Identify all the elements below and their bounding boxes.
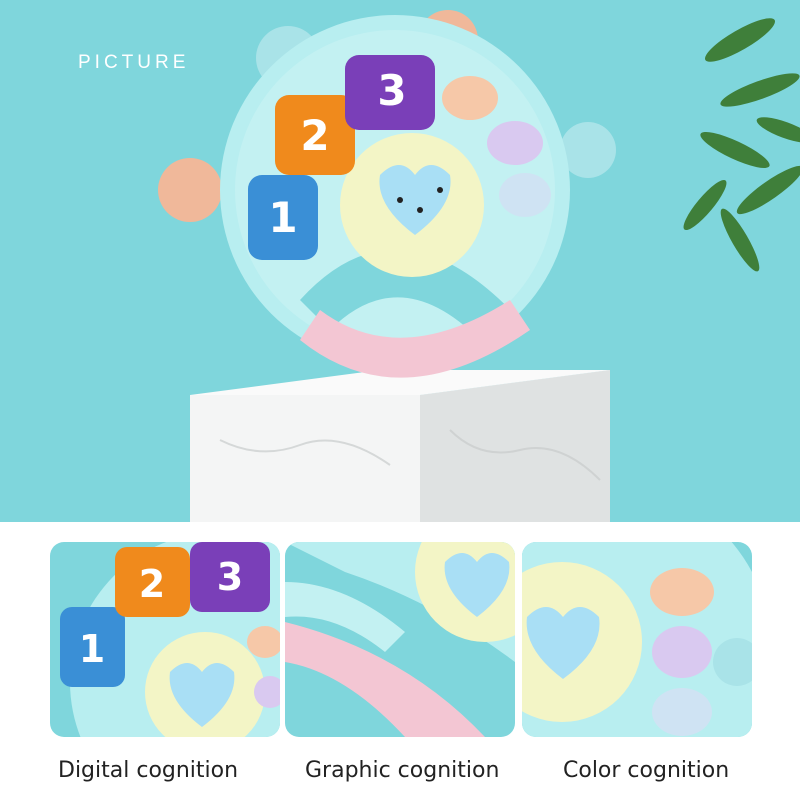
svg-text:2: 2 (139, 562, 165, 606)
toy-body: 1 2 3 (158, 10, 616, 378)
svg-text:3: 3 (377, 66, 406, 115)
feature-caption-digital: Digital cognition (58, 758, 239, 783)
hero-illustration: 1 2 3 (158, 10, 800, 522)
hero-title: PICTURE (78, 52, 190, 73)
svg-text:1: 1 (79, 627, 105, 671)
svg-text:2: 2 (300, 111, 329, 160)
feature-thumbnail-color (522, 542, 752, 737)
leaf-icon (683, 18, 800, 272)
graphic-cognition-image (285, 542, 515, 737)
marble-pedestal (190, 370, 610, 522)
feature-thumbnail-digital: 1 2 3 (50, 542, 280, 737)
feature-caption-graphic: Graphic cognition (305, 758, 500, 783)
hero-banner: 1 2 3 PICTURE (0, 0, 800, 522)
feature-caption-color: Color cognition (563, 758, 730, 783)
color-cognition-image (522, 542, 752, 737)
feature-thumbnail-graphic (285, 542, 515, 737)
svg-text:1: 1 (268, 193, 297, 242)
feature-thumbnails: 1 2 3 Digital cognit (0, 522, 800, 800)
svg-text:3: 3 (217, 555, 243, 599)
digital-cognition-image: 1 2 3 (50, 542, 280, 737)
